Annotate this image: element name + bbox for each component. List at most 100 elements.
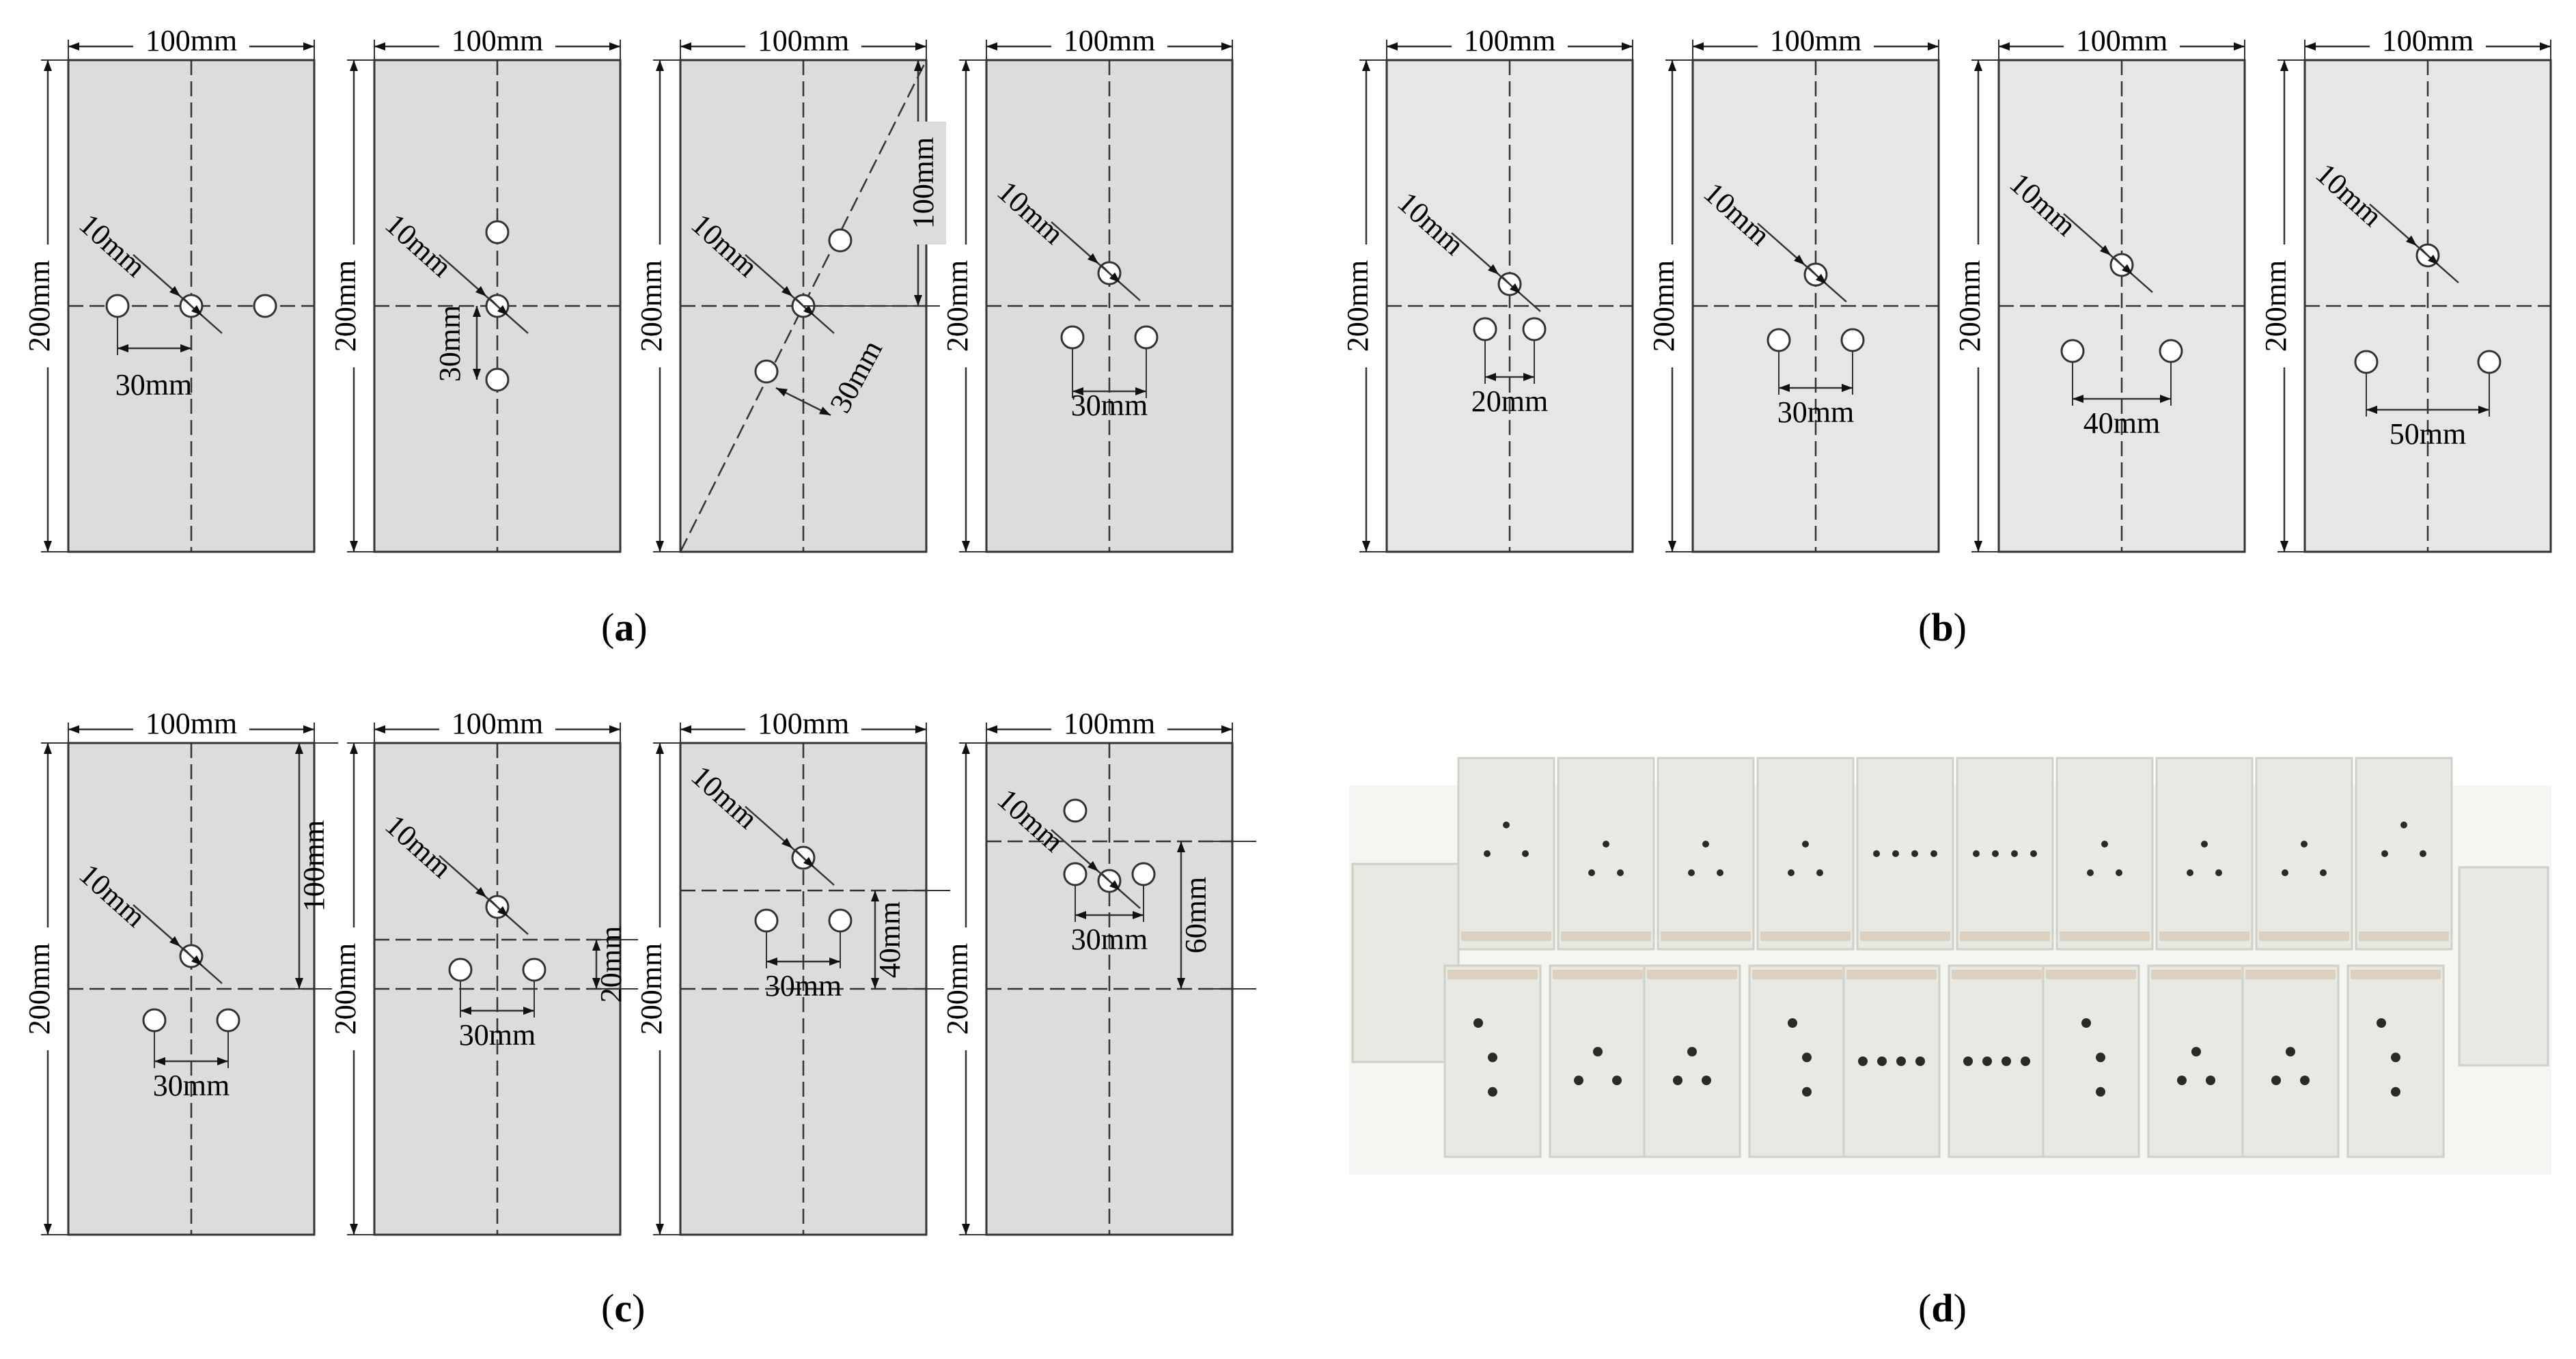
- a2-leader-arrow-a: [475, 285, 486, 296]
- a1-spacing-dim-arrow-start: [117, 344, 128, 352]
- brick-r2-5-hole-4: [1915, 1056, 1925, 1066]
- c3-height-dim-arrow-start: [656, 743, 664, 754]
- brick-r1-1-hole-3: [1522, 850, 1529, 857]
- brick-r1-6-hole-3: [2011, 850, 2018, 857]
- c3-offset-dim-arrow-start: [871, 891, 879, 901]
- a1-leader-arrow-b: [191, 305, 202, 316]
- brick-r1-2: [1557, 757, 1655, 951]
- b4-width-dim-arrow-end: [2540, 42, 2551, 51]
- brick-r1-10: [2355, 757, 2453, 951]
- brick-r1-4-hole-2: [1788, 869, 1795, 876]
- brick-r1-9-hole-1: [2301, 841, 2308, 847]
- caption-c: (c): [601, 1286, 646, 1330]
- c1-leader-arrow-b: [191, 955, 202, 966]
- b1-spacing-dim-arrow-start: [1485, 373, 1496, 381]
- brick-r1-10-hole-2: [2381, 850, 2388, 857]
- c2-offset-label: 20mm: [594, 926, 628, 1003]
- b2-width-label-bg: [1758, 25, 1874, 55]
- b3-width-label: 100mm: [2076, 24, 2168, 57]
- c2-width-dim-arrow-end: [609, 725, 620, 733]
- brick-r2-9-stain: [2245, 970, 2336, 979]
- a2-height-label-bg: [332, 244, 362, 367]
- c4-height-dim-arrow-end: [962, 1224, 970, 1235]
- a2-height-label: 200mm: [329, 260, 362, 352]
- c4-hole-top: [1063, 798, 1088, 823]
- c3-height-label-bg: [638, 927, 668, 1050]
- brick-r1-7: [2055, 757, 2154, 951]
- brick-r2-10-hole-1: [2377, 1018, 2386, 1028]
- c2-spacing-label: 30mm: [459, 1018, 536, 1052]
- a4-spacing-label: 30mm: [1071, 389, 1148, 422]
- c4-spacing-label: 30mm: [1071, 923, 1148, 956]
- brick-r1-9: [2255, 757, 2353, 951]
- b2-height-dim-arrow-end: [1668, 541, 1676, 552]
- a1-height-label-bg: [26, 244, 56, 367]
- a2-width-dim-arrow-start: [374, 42, 385, 51]
- brick-r1-6-hole-1: [1973, 850, 1980, 857]
- c1-width-dim-arrow-end: [303, 725, 314, 733]
- b3-hole-left: [2060, 339, 2085, 363]
- c1-width-label-bg: [133, 707, 249, 738]
- brick-r2-5-hole-2: [1877, 1056, 1887, 1066]
- a4-width-label-bg: [1051, 25, 1167, 55]
- b3-spacing-dim-arrow-start: [2073, 395, 2083, 403]
- a3-width-dim-arrow-start: [680, 42, 691, 51]
- panel-d-photo: [1349, 757, 2551, 1175]
- panel-b-drawings: 100mm200mm10mm20mm100mm200mm10mm30mm100m…: [1341, 24, 2552, 553]
- caption-b: (b): [1918, 605, 1967, 649]
- c1-hole-left: [142, 1008, 167, 1033]
- c4-offset-dim-arrow-start: [1177, 841, 1185, 852]
- a1-hole-right: [253, 294, 277, 318]
- brick-r1-6-hole-4: [2030, 850, 2037, 857]
- b1-hole-left: [1473, 317, 1497, 341]
- b4-hole-left: [2354, 350, 2379, 374]
- brick-r1-5-hole-2: [1892, 850, 1899, 857]
- brick-r2-9: [2241, 964, 2340, 1158]
- b3-height-dim-arrow-start: [1974, 60, 1982, 71]
- brick-r2-7-hole-1: [2081, 1018, 2091, 1028]
- a4-height-dim-arrow-end: [962, 541, 970, 552]
- b1-spacing-label: 20mm: [1471, 384, 1548, 418]
- a3-offset-label-bg: [916, 122, 946, 244]
- b4-height-dim-arrow-start: [2280, 60, 2288, 71]
- c1-spacing-label: 30mm: [153, 1069, 230, 1102]
- brick-r1-3-hole-3: [1717, 869, 1723, 876]
- a2-hole-top: [485, 220, 510, 244]
- a1-width-label-bg: [133, 25, 249, 55]
- a3-spacing-dim-arrow-end: [819, 406, 831, 415]
- caption-c-letter: c: [614, 1286, 633, 1330]
- brick-r2-4-hole-3: [1802, 1087, 1812, 1097]
- b1-width-dim-arrow-start: [1387, 42, 1398, 51]
- brick-r1-1-hole-2: [1484, 850, 1491, 857]
- a1-hole-left: [105, 294, 130, 318]
- b1-height-dim-arrow-end: [1362, 541, 1370, 552]
- c1-height-label-bg: [26, 927, 56, 1050]
- brick-r1-5-stain: [1860, 931, 1950, 941]
- b4-spacing-dim-arrow-start: [2366, 406, 2377, 414]
- c4-leader-arrow-b: [1109, 880, 1120, 891]
- c1-offset-label: 100mm: [297, 820, 331, 912]
- b1-spacing-dim-arrow-end: [1523, 373, 1534, 381]
- c1-height-dim-arrow-end: [44, 1224, 52, 1235]
- a4-spacing-dim-arrow-start: [1072, 387, 1083, 395]
- b4-hole-right: [2477, 350, 2502, 374]
- brick-r2-5-hole-1: [1858, 1056, 1868, 1066]
- brick-r1-3-hole-1: [1702, 841, 1709, 847]
- b4-height-label: 200mm: [2259, 260, 2293, 352]
- b2-width-dim-arrow-end: [1928, 42, 1939, 51]
- c2-hole-right: [522, 957, 546, 982]
- brick-r2-6-hole-4: [2021, 1056, 2030, 1066]
- b3-height-dim-arrow-end: [1974, 541, 1982, 552]
- b1-hole-right: [1522, 317, 1547, 341]
- c3-width-dim-arrow-start: [680, 725, 691, 733]
- a3-leader-arrow-b: [803, 305, 814, 316]
- brick-r2-9-hole-1: [2286, 1047, 2295, 1056]
- b4-width-label-bg: [2370, 25, 2486, 55]
- a4-height-label-bg: [944, 244, 974, 367]
- b2-width-label: 100mm: [1770, 24, 1861, 57]
- brick-r1-3-stain: [1661, 931, 1751, 941]
- brick-r1-4: [1756, 757, 1855, 951]
- a2-spacing-dim-arrow-start: [473, 306, 481, 317]
